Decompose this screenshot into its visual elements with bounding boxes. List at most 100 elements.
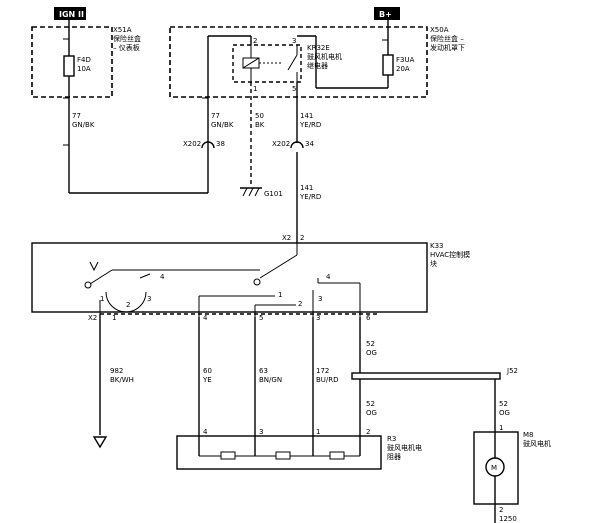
relay-pin-3: 3 [292,37,296,45]
wire-172-number: 172 [316,367,329,375]
f4d-id: F4D [77,56,91,64]
wire-63-number: 63 [259,367,268,375]
wire-52b-number: 52 [366,400,375,408]
fuse-box-x51a [31,26,113,98]
relay-pin-2: 2 [253,37,257,45]
hvac-name2: 块 [430,259,437,268]
relay-pin-5: 5 [292,85,296,93]
x50a-name1: 保险丝盒 – [430,34,464,43]
splice-j52 [351,372,501,380]
wire-77-number: 77 [72,112,81,120]
ign-power-label: IGN II [54,7,86,20]
r3-pin-4: 4 [203,428,208,436]
wire-52c-number: 52 [499,400,508,408]
resistor-element-1 [220,451,236,460]
wire-141-color: YE/RD [299,121,321,129]
hvac-bottom-pin-4: 4 [203,314,208,322]
relay-kr32e [232,44,302,83]
m8-id: M8 [523,431,534,439]
resistor-element-2 [275,451,291,460]
svg-text:IGN II: IGN II [59,10,84,19]
wire-172-color: BU/RD [316,376,339,384]
hvac-x2-top-pin: 2 [300,234,304,242]
f4d-rating: 10A [77,65,91,73]
relay-id: KR32E [307,44,330,52]
x51a-id: X51A [113,26,132,34]
wire-141-number: 141 [300,112,313,120]
m8-pin-1: 1 [499,424,503,432]
fuse-box-x50a [169,26,428,98]
x50a-name2: 发动机罩下 [430,43,465,52]
r3-pin-3: 3 [259,428,263,436]
hvac-name1: HVAC控制模 [430,250,470,259]
wire-982-color: BK/WH [110,376,134,384]
relay-pin-1: 1 [253,85,257,93]
hvac-pin-2b: 2 [298,300,302,308]
wire-52-color: OG [366,349,377,357]
hvac-bottom-pin-1: 1 [112,314,116,322]
splice-j52-label: J52 [506,367,518,375]
hvac-pin-3b: 3 [318,295,322,303]
wire-77b-color: GN/BK [211,121,234,129]
hvac-x2-top: X2 [282,234,291,242]
hvac-pin-1: 1 [100,295,104,303]
x202-34-pin: 34 [305,140,314,148]
wire-77b-number: 77 [211,112,220,120]
motor-symbol: M [491,464,497,472]
fuse-f3ua [382,54,394,76]
wire-50-color: BK [255,121,265,129]
wire-50-number: 50 [255,112,264,120]
wire-52-number: 52 [366,340,375,348]
wire-77-color: GN/BK [72,121,95,129]
g101-label: G101 [264,190,283,198]
r3-name2: 阻器 [387,452,401,461]
m8-pin-2: 2 [499,506,503,514]
hvac-id: K33 [430,242,444,250]
hvac-bottom-pin-5: 5 [259,314,263,322]
wire-63-color: BN/GN [259,376,282,384]
r3-name1: 鼓风电机电 [387,443,422,452]
hvac-pin-3: 3 [147,295,151,303]
svg-text:B+: B+ [379,10,392,19]
x50a-id: X50A [430,26,449,34]
resistor-element-3 [329,451,345,460]
ground-g101-symbol [240,187,262,197]
blower-motor-m8 [473,431,519,505]
hvac-bottom-pin-6: 6 [366,314,371,322]
wire-52c-color: OG [499,409,510,417]
m8-name: 鼓风电机 [523,439,551,448]
battery-power-label: B+ [374,7,400,20]
wire-52b-color: OG [366,409,377,417]
r3-pin-2: 2 [366,428,370,436]
x51a-name1: 保险丝盒 [113,34,141,43]
connector-x202-34 [290,141,304,149]
wire-1250-number: 1250 [499,515,517,523]
f3ua-id: F3UA [396,56,415,64]
x202-38-label: X202 [183,140,201,148]
hvac-pin-2: 2 [126,301,130,309]
fuse-f4d [63,55,75,77]
hvac-transistor-icon [89,261,99,272]
relay-name2: 继电器 [307,61,328,70]
x202-38-pin: 38 [216,140,225,148]
relay-name1: 鼓风机电机 [307,52,342,61]
wire-141b-color: YE/RD [299,193,321,201]
wire-60-number: 60 [203,367,212,375]
wire-141b-number: 141 [300,184,313,192]
hvac-pin-4b: 4 [326,273,331,281]
r3-id: R3 [387,435,396,443]
wire-982-number: 982 [110,367,123,375]
hvac-x2-bottom: X2 [88,314,97,322]
hvac-pin-4: 4 [160,273,165,281]
connector-x202-38 [201,141,215,149]
hvac-module-k33 [31,242,428,313]
hvac-bottom-pin-3: 3 [316,314,320,322]
x202-34-label: X202 [272,140,290,148]
r3-pin-1: 1 [316,428,320,436]
wire-60-color: YE [202,376,212,384]
x51a-name2: – 仪表板 [113,43,140,52]
hvac-pin-1b: 1 [278,291,282,299]
f3ua-rating: 20A [396,65,410,73]
resistor-r3 [176,435,382,470]
